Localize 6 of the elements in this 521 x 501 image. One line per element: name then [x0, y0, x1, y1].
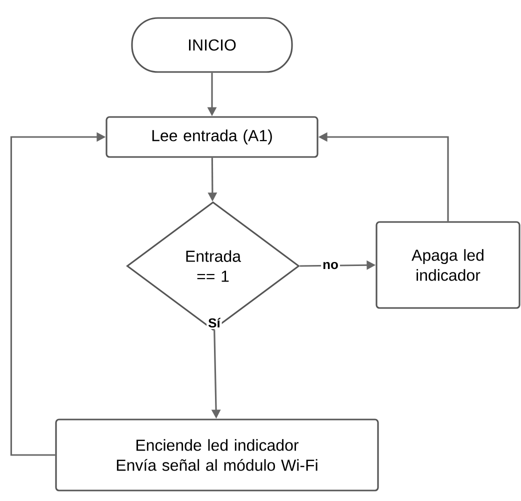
- edge-label: no: [321, 260, 340, 271]
- start-terminal: INICIO: [131, 17, 293, 73]
- process-box: Enciende led indicador Envía señal al módulo Wi-Fi: [55, 418, 379, 492]
- edge-label: Sí: [206, 316, 222, 330]
- process-box: Lee entrada (A1): [106, 116, 318, 158]
- process-box: Apaga led indicador: [376, 221, 520, 309]
